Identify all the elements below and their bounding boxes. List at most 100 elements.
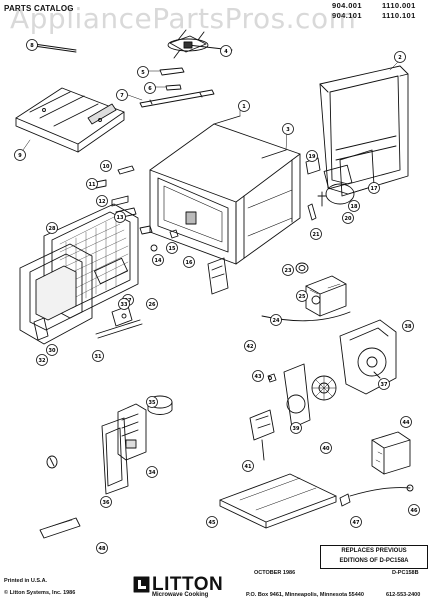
callout-number: 1 xyxy=(242,104,246,110)
callout-5: 5 xyxy=(137,66,149,78)
callout-number: 4 xyxy=(224,49,228,55)
catalog-date: OCTOBER 1986 xyxy=(254,570,296,576)
part-top-plate xyxy=(15,87,125,153)
callout-number: 15 xyxy=(169,246,176,252)
callout-35: 35 xyxy=(146,396,158,408)
callout-32: 32 xyxy=(36,354,48,366)
callout-42: 42 xyxy=(244,340,256,352)
part-transformer xyxy=(371,431,411,475)
callout-34: 34 xyxy=(146,466,158,478)
callout-number: 2 xyxy=(398,55,402,61)
callout-number: 44 xyxy=(403,420,410,426)
callout-number: 33 xyxy=(121,302,128,308)
model-number: 904.001 xyxy=(332,1,362,10)
callout-20: 20 xyxy=(342,212,354,224)
brand-subtitle: Microwave Cooking xyxy=(152,592,209,598)
model-number: 1110.101 xyxy=(382,11,416,20)
callout-17: 17 xyxy=(368,182,380,194)
callout-14: 14 xyxy=(152,254,164,266)
callout-number: 38 xyxy=(405,324,412,330)
company-phone: 612-553-2400 xyxy=(386,592,421,598)
callout-45: 45 xyxy=(206,516,218,528)
callout-number: 34 xyxy=(149,470,156,476)
callout-2: 2 xyxy=(394,51,406,63)
callout-number: 7 xyxy=(120,93,124,99)
callout-number: 32 xyxy=(39,358,46,364)
callout-13: 13 xyxy=(114,211,126,223)
doc-number: D-PC158B xyxy=(392,570,419,576)
part-rod xyxy=(33,43,77,53)
callout-10: 10 xyxy=(100,160,112,172)
callout-25: 25 xyxy=(296,290,308,302)
watermark: AppliancePartsPros.com xyxy=(10,2,357,35)
part-motor xyxy=(249,409,275,461)
callout-number: 6 xyxy=(148,86,152,92)
part-door-assembly xyxy=(19,203,139,345)
part-base-tray xyxy=(219,473,337,529)
callout-33: 33 xyxy=(118,298,130,310)
part-fan-motor xyxy=(267,363,337,429)
part-outer-wrapper xyxy=(319,65,409,195)
callout-number: 41 xyxy=(245,464,252,470)
callout-9: 9 xyxy=(14,149,26,161)
replaces-line1: REPLACES PREVIOUS xyxy=(341,548,407,554)
callout-36: 36 xyxy=(100,496,112,508)
callout-15: 15 xyxy=(166,242,178,254)
callout-11: 11 xyxy=(86,178,98,190)
replaces-line2: EDITIONS OF D-PC158A xyxy=(339,558,409,564)
callout-number: 11 xyxy=(89,182,96,188)
part-blower xyxy=(339,319,397,395)
model-number: 1110.001 xyxy=(382,1,416,10)
callout-37: 37 xyxy=(378,378,390,390)
part-brackets xyxy=(139,67,215,108)
callout-1: 1 xyxy=(238,100,250,112)
part-cord xyxy=(339,484,414,507)
model-number: 904.101 xyxy=(332,11,362,20)
callout-41: 41 xyxy=(242,460,254,472)
callout-3: 3 xyxy=(282,123,294,135)
callout-23: 23 xyxy=(282,264,294,276)
callout-number: 30 xyxy=(49,348,56,354)
part-control-frame xyxy=(101,417,129,495)
callout-number: 31 xyxy=(95,354,102,360)
callout-number: 18 xyxy=(351,204,358,210)
callout-30: 30 xyxy=(46,344,58,356)
callout-28: 28 xyxy=(46,222,58,234)
callout-39: 39 xyxy=(290,422,302,434)
part-door-switch xyxy=(207,257,229,295)
callout-43: 43 xyxy=(252,370,264,382)
catalog-title: PARTS CATALOG xyxy=(4,4,74,13)
callout-number: 10 xyxy=(103,164,110,170)
callout-number: 24 xyxy=(273,318,280,324)
part-main-cabinet xyxy=(149,115,301,265)
callout-number: 37 xyxy=(381,382,388,388)
callout-number: 16 xyxy=(186,260,193,266)
callout-number: 43 xyxy=(255,374,262,380)
callout-12: 12 xyxy=(96,195,108,207)
callout-number: 23 xyxy=(285,268,292,274)
callout-38: 38 xyxy=(402,320,414,332)
callout-31: 31 xyxy=(92,350,104,362)
callout-47: 47 xyxy=(350,516,362,528)
callout-number: 20 xyxy=(345,216,352,222)
callout-18: 18 xyxy=(348,200,360,212)
callout-number: 25 xyxy=(299,294,306,300)
callout-26: 26 xyxy=(146,298,158,310)
callout-46: 46 xyxy=(408,504,420,516)
callout-number: 5 xyxy=(141,70,145,76)
callout-21: 21 xyxy=(310,228,322,240)
callout-number: 36 xyxy=(103,500,110,506)
part-knob xyxy=(46,455,58,469)
brand-name: LITTON xyxy=(152,574,224,595)
callout-7: 7 xyxy=(116,89,128,101)
part-ring xyxy=(295,262,309,274)
callout-number: 46 xyxy=(411,508,418,514)
callout-number: 13 xyxy=(117,215,124,221)
callout-number: 48 xyxy=(99,546,106,552)
callout-44: 44 xyxy=(400,416,412,428)
callout-4: 4 xyxy=(220,45,232,57)
callout-number: 19 xyxy=(309,154,316,160)
callout-number: 42 xyxy=(247,344,254,350)
callout-number: 39 xyxy=(293,426,300,432)
